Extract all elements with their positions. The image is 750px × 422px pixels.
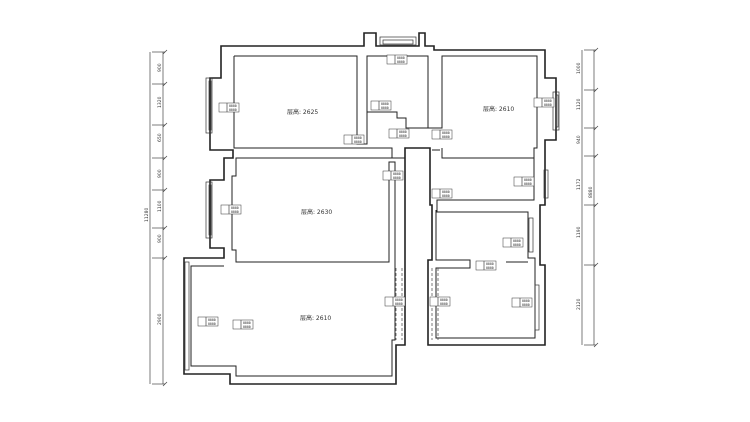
spec-tag-line: 0000 — [208, 322, 216, 326]
spec-tag-line: 0000 — [442, 190, 450, 194]
windows — [184, 36, 560, 371]
left-dim-2: 1320 — [157, 96, 163, 108]
left-dim-1: 900 — [157, 63, 163, 72]
spec-tag-line: 0000 — [229, 108, 237, 112]
room-label-top-right: 层高: 2610 — [483, 105, 514, 113]
left-dim-6: 900 — [157, 234, 163, 243]
room-label-bottom-left: 层高: 2610 — [300, 314, 331, 322]
room-label-middle-left: 层高: 2630 — [301, 208, 332, 216]
spec-tag-line: 0000 — [381, 102, 389, 106]
spec-tag-line: 0000 — [397, 60, 405, 64]
room-labels: 层高: 2625 层高: 2610 层高: 2630 层高: 2610 — [287, 105, 514, 322]
left-dim-3: 650 — [157, 133, 163, 142]
spec-tag-line: 0000 — [395, 298, 403, 302]
spec-tag-line: 0000 — [399, 130, 407, 134]
spec-tag-line: 0000 — [442, 194, 450, 198]
right-dim-6: 2120 — [576, 298, 582, 310]
right-dim-4: 1172 — [576, 178, 582, 190]
spec-tag-line: 0000 — [208, 318, 216, 322]
left-dim-7: 2900 — [157, 313, 163, 325]
spec-tag-line: 0000 — [440, 302, 448, 306]
right-dim-1: 1000 — [576, 62, 582, 74]
spec-tag-line: 0000 — [522, 303, 530, 307]
room-label-top-left: 层高: 2625 — [287, 108, 318, 116]
spec-tag-line: 0000 — [440, 298, 448, 302]
right-dim-2: 1120 — [576, 98, 582, 110]
spec-tag-line: 0000 — [231, 206, 239, 210]
right-dim-5: 1190 — [576, 226, 582, 238]
spec-tag-line: 0000 — [442, 135, 450, 139]
spec-tag-line: 0000 — [243, 321, 251, 325]
spec-tag-line: 0000 — [397, 56, 405, 60]
right-dim-total: 8880 — [588, 186, 594, 198]
spec-tag-line: 0000 — [522, 299, 530, 303]
left-dim-total: 11280 — [144, 208, 150, 222]
spec-tag-line: 0000 — [395, 302, 403, 306]
spec-tag-line: 0000 — [524, 178, 532, 182]
left-dim-4: 900 — [157, 169, 163, 178]
spec-tags: 0000000000000000000000000000000000000000… — [197, 54, 555, 330]
spec-tag-line: 0000 — [524, 182, 532, 186]
spec-tag-line: 0000 — [442, 131, 450, 135]
spec-tag-line: 0000 — [354, 136, 362, 140]
spec-tag-line: 0000 — [399, 134, 407, 138]
spec-tag-line: 0000 — [229, 104, 237, 108]
spec-tag-line: 0000 — [486, 262, 494, 266]
spec-tag-line: 0000 — [544, 99, 552, 103]
spec-tag-line: 0000 — [393, 172, 401, 176]
spec-tag-line: 0000 — [231, 210, 239, 214]
spec-tag-line: 0000 — [513, 243, 521, 247]
outer-walls — [183, 32, 557, 385]
left-dim-5: 1100 — [157, 200, 163, 212]
right-dimensions: 1000 1120 940 1172 1190 2120 8880 — [576, 47, 599, 348]
spec-tag-line: 0000 — [381, 106, 389, 110]
left-dimensions: 900 1320 650 900 1100 900 2900 11280 — [144, 49, 168, 387]
spec-tag-line: 0000 — [486, 266, 494, 270]
spec-tag-line: 0000 — [354, 140, 362, 144]
right-dim-3: 940 — [576, 135, 582, 144]
spec-tag-line: 0000 — [544, 103, 552, 107]
spec-tag-line: 0000 — [393, 176, 401, 180]
spec-tag-line: 0000 — [513, 239, 521, 243]
spec-tag-line: 0000 — [243, 325, 251, 329]
